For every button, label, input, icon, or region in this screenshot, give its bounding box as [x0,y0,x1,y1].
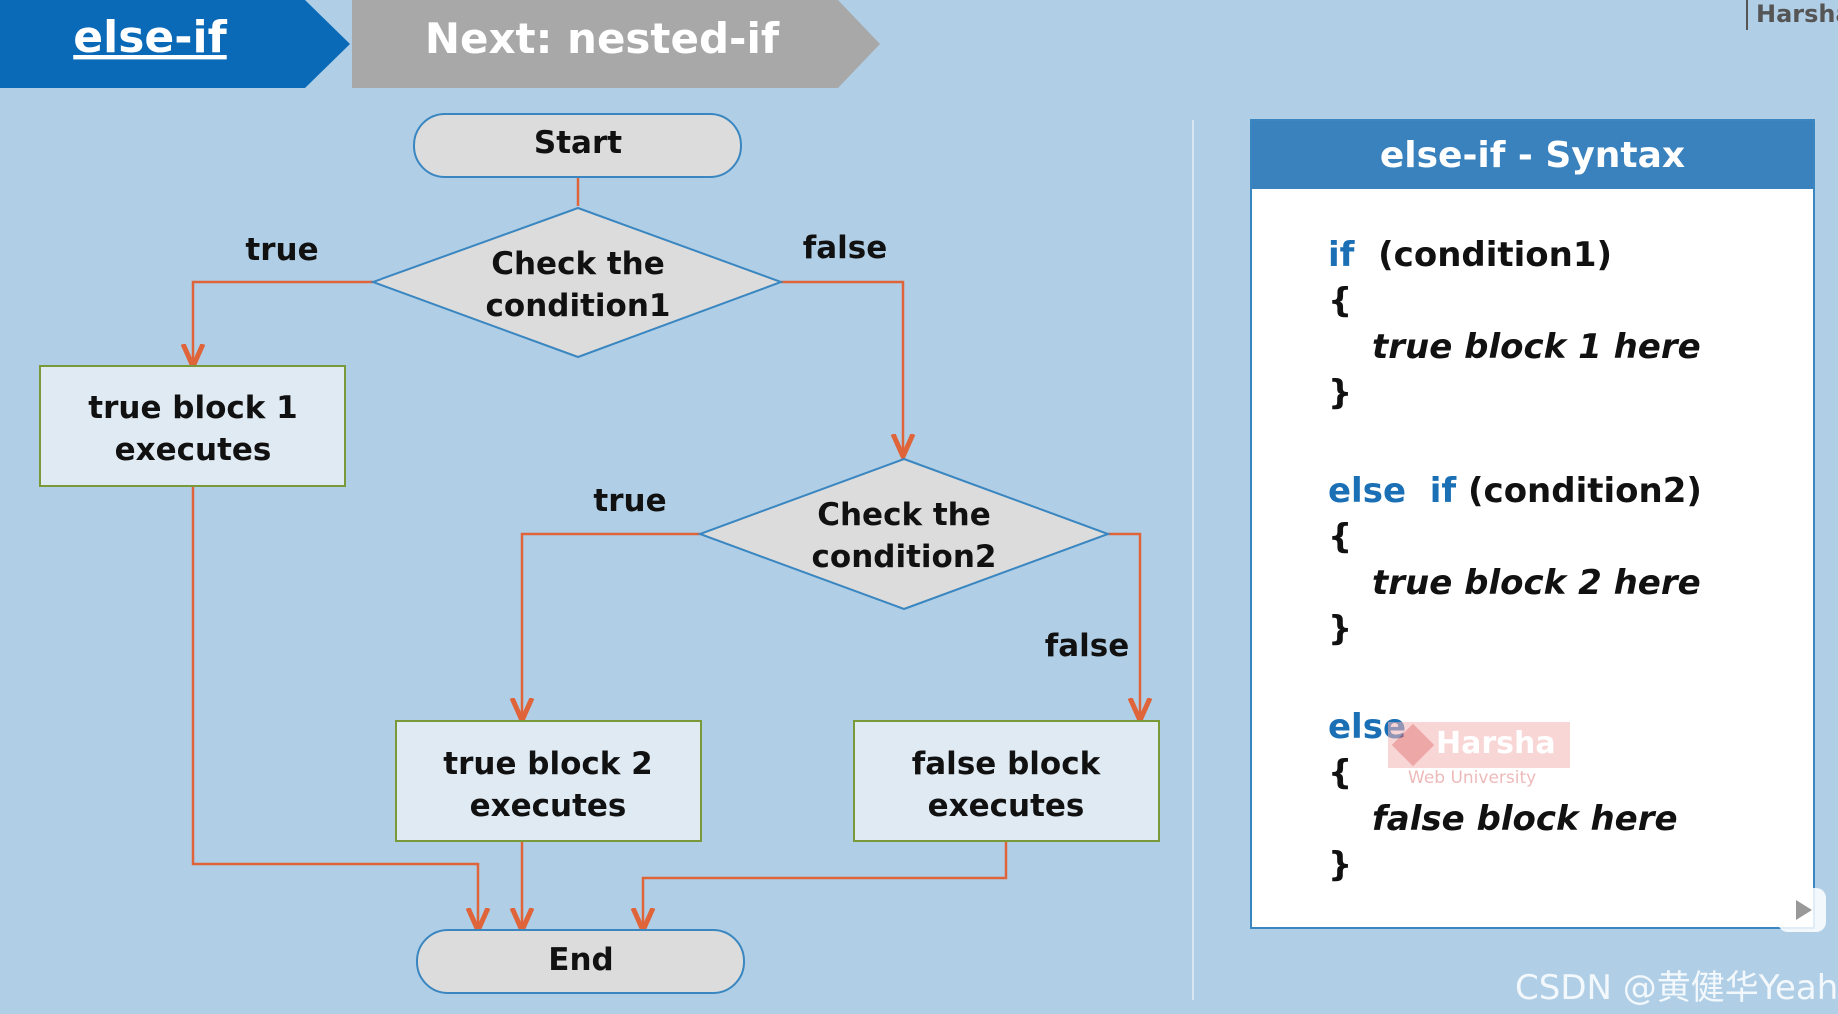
true-block-1 [39,365,346,487]
code-body-1: true block 1 here [1372,327,1701,367]
code-if2-condition: (condition2) [1468,471,1702,511]
code-close-brace-1: } [1328,373,1353,413]
connector-tb1-end [191,486,478,928]
connector-cond2-false [1108,532,1140,718]
condition1-line1: Check the [491,246,665,282]
code-open-brace-1: { [1328,281,1353,321]
true-block-2-line2: executes [470,788,627,824]
condition2-line2: condition2 [812,539,997,575]
tab-current-label[interactable]: else-if [73,12,227,63]
logo-word: Harsha [1436,726,1556,761]
code-elseif-line: else if (condition2) [1328,471,1702,511]
label-true-2: true [593,483,666,519]
code-close-brace-2: } [1328,609,1353,649]
connectors [193,178,1140,928]
label-false-2: false [1045,628,1130,664]
connector-cond1-false [781,280,903,454]
condition2-diamond [697,457,1111,611]
csdn-watermark: CSDN @黄健华Yeah [1515,968,1838,1008]
false-block-line1: false block [912,746,1102,782]
end-terminal [416,929,745,994]
tab-next-label[interactable]: Next: nested-if [425,14,780,63]
connector-fb-end [643,841,1008,928]
start-terminal [413,113,742,178]
connector-cond2-true [522,532,700,718]
code-body-3: false block here [1372,799,1678,839]
logo-subtitle: Web University [1408,768,1537,788]
label-true-1: true [245,232,318,268]
condition2-line1: Check the [817,497,991,533]
true-block-2 [395,720,702,842]
code-if-condition: (condition1) [1378,235,1613,275]
true-block-1-line1: true block 1 [88,390,297,426]
true-block-1-line2: executes [115,432,272,468]
play-button-icon[interactable] [1778,888,1826,932]
false-block-line2: executes [928,788,1085,824]
false-block [853,720,1160,842]
harsha-logo-watermark: Harsha Web University [1388,722,1570,792]
label-false-1: false [803,230,888,266]
end-label: End [548,942,613,978]
code-open-brace-2: { [1328,517,1353,557]
code-if-keyword: if [1328,235,1355,275]
connector-cond1-true [193,280,373,364]
code-else-keyword: else [1328,471,1407,511]
top-right-watermark: Harsha [1746,0,1838,30]
syntax-panel: else-if - Syntax if (condition1) { true … [1250,119,1815,929]
code-if-line: if (condition1) [1328,235,1612,275]
code-open-brace-3: { [1328,753,1353,793]
tab-next[interactable] [352,0,880,88]
syntax-title: else-if - Syntax [1252,121,1813,189]
tab-current[interactable] [0,0,350,88]
true-block-2-line1: true block 2 [443,746,652,782]
code-if2-keyword: if [1429,471,1457,511]
code-body-2: true block 2 here [1372,563,1701,603]
condition1-diamond [370,206,784,359]
condition1-line2: condition1 [486,288,671,324]
code-close-brace-3: } [1328,845,1353,885]
start-label: Start [534,125,622,161]
